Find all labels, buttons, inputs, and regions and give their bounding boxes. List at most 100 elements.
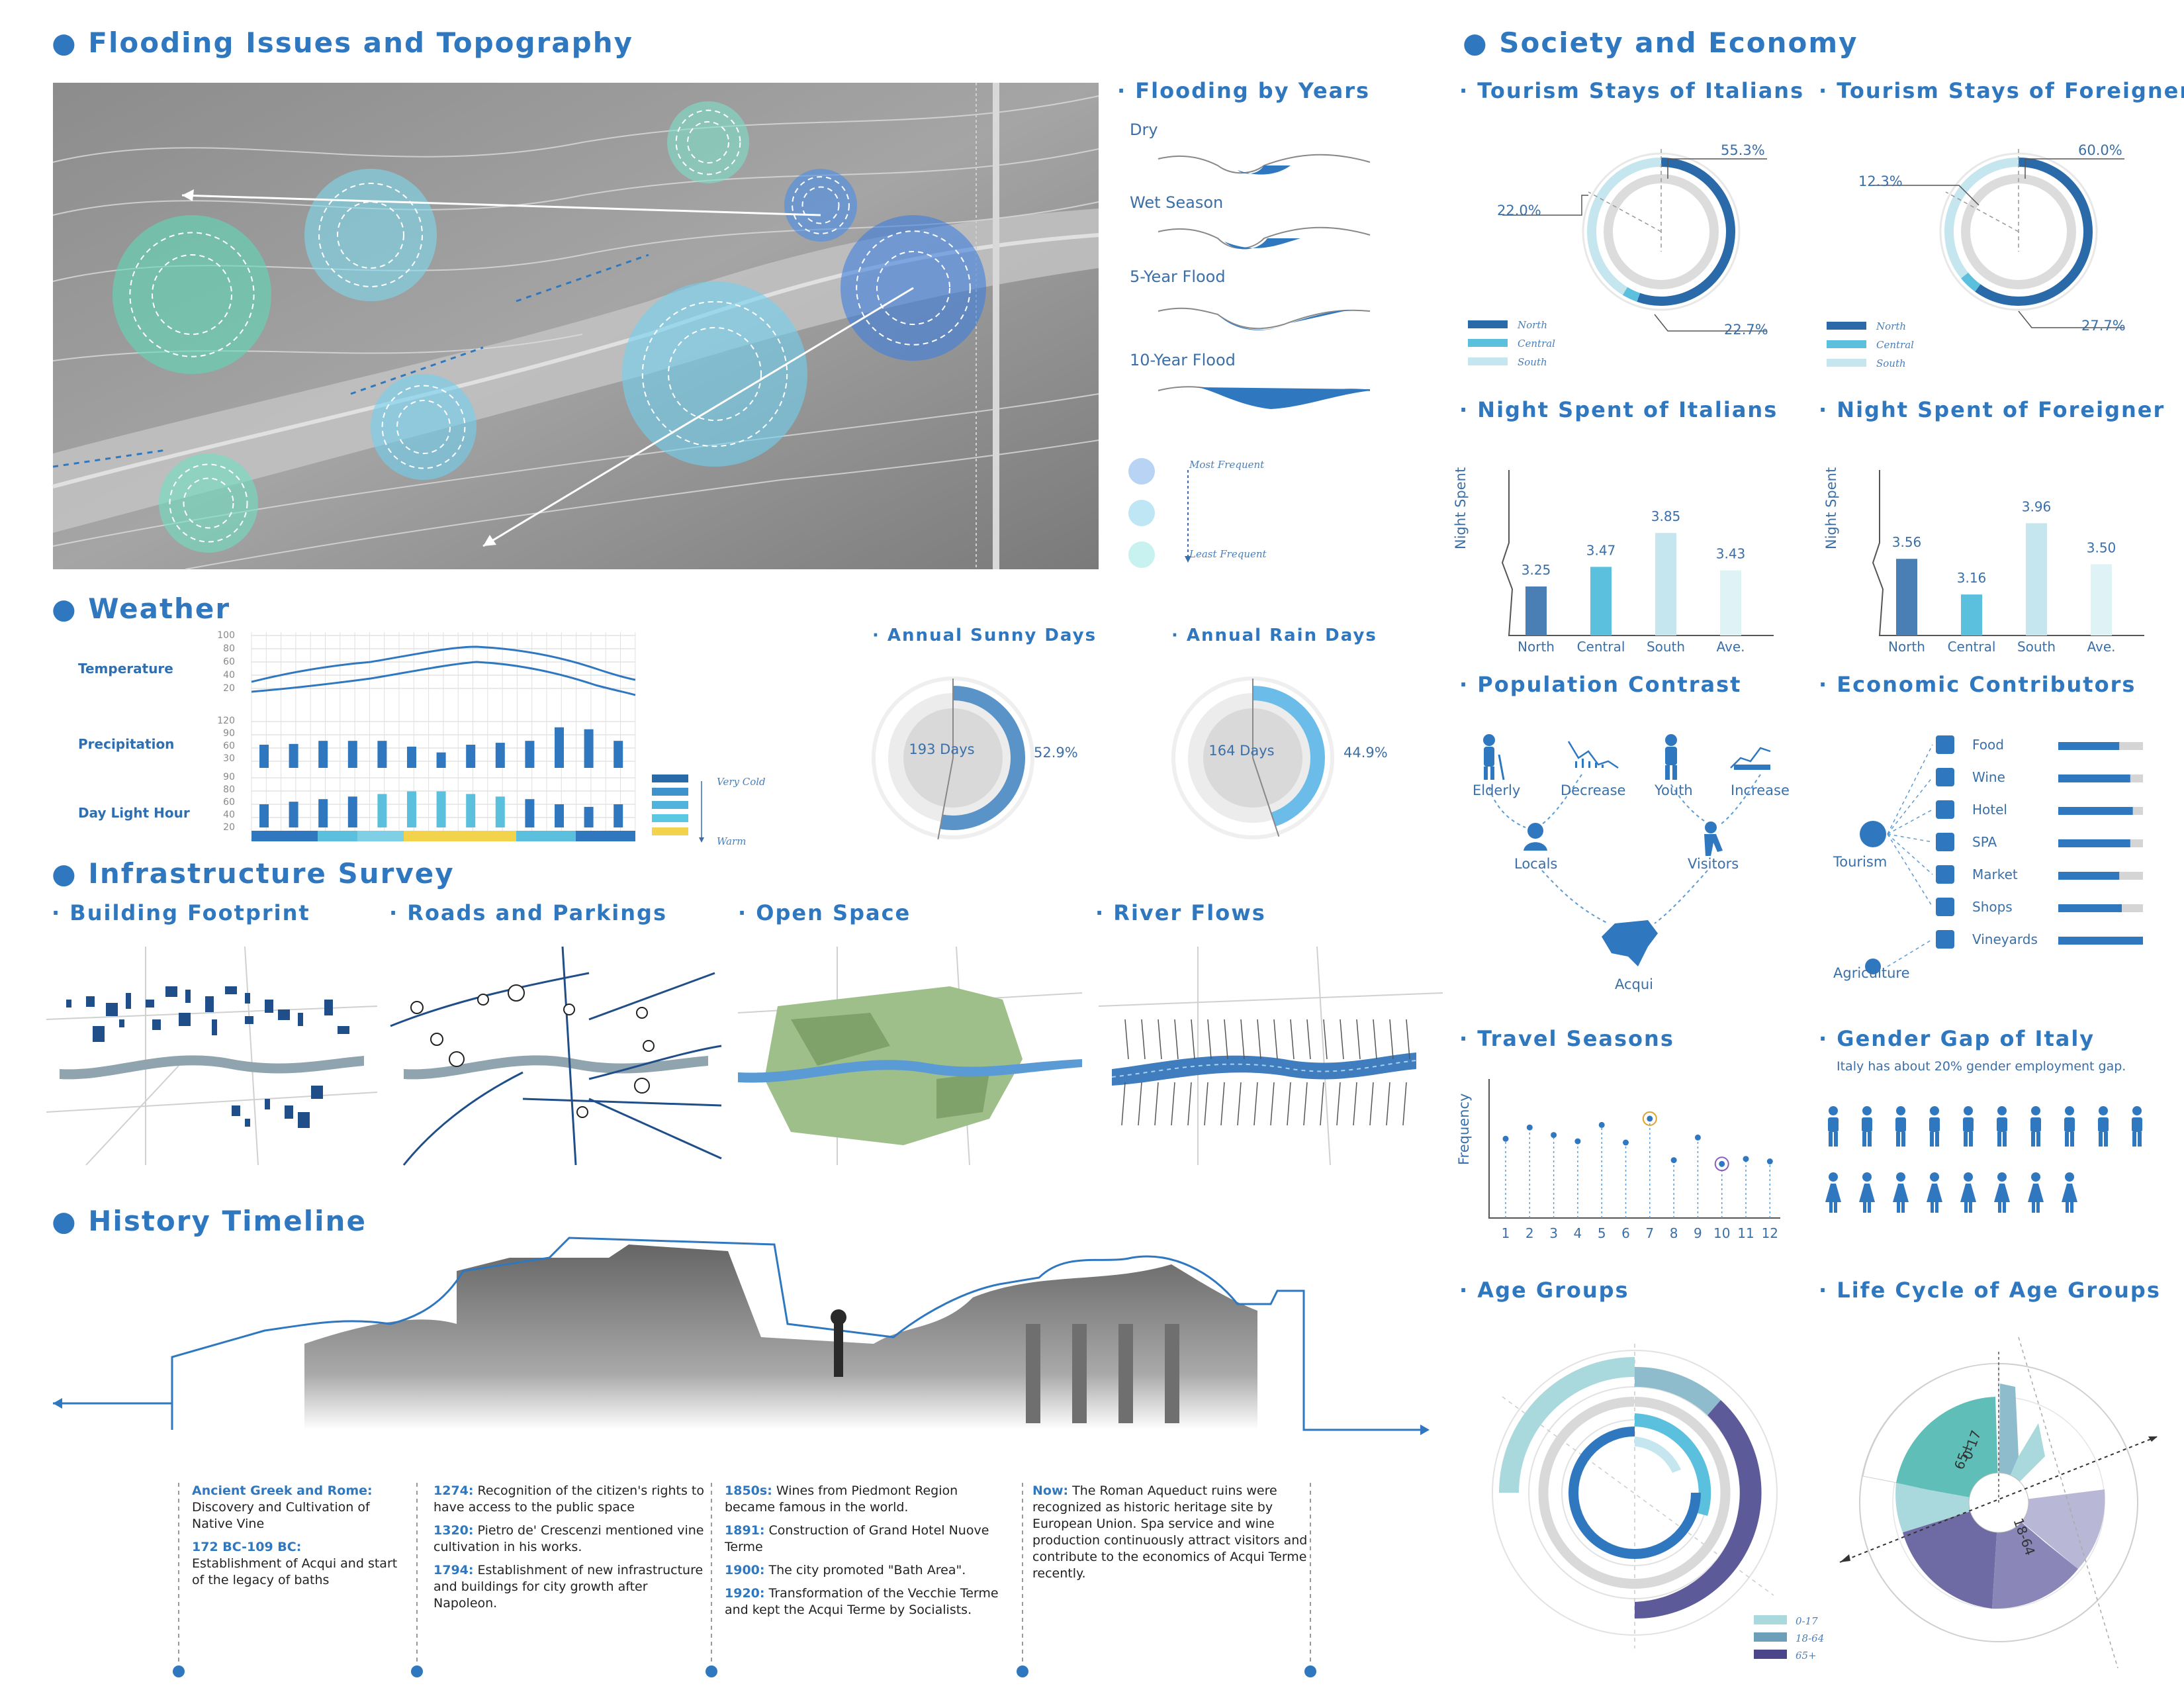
stays-guide-ring [1582, 152, 1741, 311]
nights-bar [1590, 567, 1612, 635]
travel-month-label: 12 [1762, 1225, 1778, 1241]
woman-icon [1960, 1172, 1976, 1213]
history-skyline [53, 1237, 1430, 1435]
nights-bar [1525, 586, 1547, 635]
daylight-bar [495, 796, 505, 827]
building [179, 1013, 191, 1026]
economic-connector [1887, 833, 1933, 843]
travel-month-label: 3 [1549, 1225, 1558, 1241]
building [212, 1019, 217, 1035]
weather-chart [251, 632, 636, 841]
donut-end-line [937, 757, 954, 840]
building [185, 990, 191, 1003]
flood-zone-ring [856, 230, 971, 346]
economic-connector [1887, 744, 1933, 835]
economic-bar [2058, 742, 2120, 750]
daylight-bar [347, 796, 357, 827]
daylight-bar [407, 791, 416, 827]
flow-line [1237, 1082, 1242, 1126]
stays-south-arc [1587, 158, 1661, 295]
economic-item-label: Shops [1972, 899, 2013, 915]
nights-bar [1720, 570, 1741, 635]
foreigners-south-pct: 27.7% [2081, 318, 2126, 334]
donut-value-arc [1252, 686, 1325, 827]
travel-highlight [1642, 1111, 1657, 1126]
man-icon [1862, 1106, 1872, 1147]
man-icon [2064, 1106, 2075, 1147]
flow-line [1141, 1019, 1146, 1060]
economic-bar [2058, 774, 2130, 782]
nights-italians-title: · Night Spent of Italians [1459, 397, 1778, 422]
flow-line [1303, 1082, 1308, 1126]
economic-connector [1887, 833, 1933, 875]
precipitation-bar [407, 746, 416, 768]
population-locals: Locals [1514, 856, 1558, 872]
population-diagram [1483, 734, 1771, 966]
flow-line [1373, 1019, 1377, 1060]
nights-category-label: South [1647, 639, 1685, 655]
italians-central-pct: 22.0% [1497, 203, 1541, 218]
economic-bar [2058, 872, 2120, 880]
flood-zone-ring [641, 301, 788, 447]
nights-category-label: North [1888, 639, 1925, 655]
age-legend-65-plus: 65+ [1796, 1650, 1817, 1662]
nights-axis [1501, 470, 1774, 636]
flood-zone-ring [169, 463, 248, 543]
nights-bar [1655, 533, 1676, 635]
infra-river-title: · River Flows [1095, 900, 1266, 925]
tourism-foreigners-donut [1939, 149, 2098, 311]
woman-icon [2028, 1172, 2044, 1213]
infra-roads-title: · Roads and Parkings [389, 900, 667, 925]
agriculture-icon [1865, 959, 1881, 974]
timeline-node [411, 1665, 423, 1677]
flow-line [1320, 1082, 1324, 1126]
tourism-foreigners-legend [1827, 322, 1866, 367]
man-icon [1895, 1106, 1906, 1147]
economic-connector [1887, 939, 1933, 967]
rain-days-value: 164 Days [1208, 743, 1275, 759]
italians-north-pct: 55.3% [1721, 142, 1765, 158]
stays-guide-ring [1939, 152, 2098, 311]
economic-item-icon [1936, 735, 1954, 754]
precipitation-bar [259, 745, 269, 768]
flow-line [1389, 1019, 1394, 1060]
daylight-bar [318, 799, 328, 827]
precipitation-bar [525, 741, 535, 768]
travel-month-label: 9 [1694, 1225, 1702, 1241]
nights-category-label: Central [1948, 639, 1996, 655]
nights-bar-label: 3.50 [2087, 539, 2116, 555]
stays-north-arc [1975, 158, 2093, 306]
building [265, 1099, 270, 1109]
flood-zone [371, 374, 477, 480]
travel-month-label: 5 [1598, 1225, 1606, 1241]
tourism-foreigners-title: · Tourism Stays of Foreigner [1819, 78, 2184, 103]
building [86, 996, 95, 1007]
flood-zone-ring [381, 385, 466, 469]
legend-most-frequent: Most Frequent [1189, 459, 1265, 471]
weather-temperature-label: Temperature [78, 661, 173, 677]
economic-tourism: Tourism [1833, 854, 1888, 870]
flow-line [1253, 1082, 1258, 1126]
population-title: · Population Contrast [1459, 672, 1742, 697]
flow-line [1406, 1019, 1410, 1060]
building [311, 1086, 323, 1099]
nights-category-label: Ave. [1716, 639, 1745, 655]
nights-bar [2091, 564, 2112, 635]
building [338, 1026, 349, 1034]
lifecycle-chart [1839, 1336, 2158, 1669]
timeline-entry: 1891: Construction of Grand Hotel Nuove … [725, 1523, 989, 1554]
nights-ylabel-2: Night Spent [1823, 467, 1839, 549]
daylight-bar [584, 806, 594, 827]
flood-zone [784, 169, 857, 242]
precipitation-bar [495, 743, 505, 768]
timeline-entry: 1900: The city promoted "Bath Area". [725, 1563, 966, 1577]
travel-highlight [1714, 1156, 1729, 1172]
building [298, 1112, 310, 1128]
flow-line [1158, 1019, 1162, 1060]
nights-bar [1896, 559, 1917, 635]
building [245, 1016, 253, 1024]
timeline-col-4: Now: The Roman Aqueduct ruins were recog… [1032, 1483, 1310, 1589]
